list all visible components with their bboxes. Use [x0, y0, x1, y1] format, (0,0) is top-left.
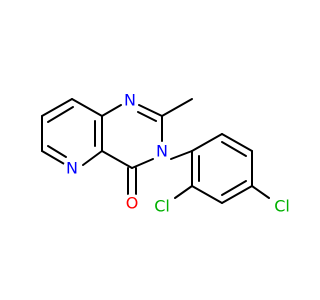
bond [170, 150, 193, 160]
bond [191, 185, 223, 204]
bond [221, 185, 253, 204]
bond [137, 111, 157, 122]
bond [161, 98, 193, 117]
atom-n5: N [63, 159, 81, 178]
atom-label: O [126, 194, 139, 213]
bond-layer [41, 98, 270, 204]
bond [47, 145, 67, 158]
bond [41, 150, 67, 166]
atom-label: Cl [154, 197, 170, 216]
bond [41, 98, 73, 117]
bond [221, 180, 247, 196]
atom-label: N [124, 91, 136, 110]
bond [82, 150, 103, 166]
bond [138, 104, 163, 117]
bond [131, 158, 154, 169]
bond [191, 133, 223, 152]
bond [71, 98, 103, 117]
atom-label: N [156, 142, 168, 161]
atom-label: Cl [274, 197, 290, 216]
bond [251, 185, 270, 199]
atom-o: O [123, 194, 141, 213]
bond [221, 133, 253, 152]
atom-cl-right: Cl [271, 197, 293, 216]
atom-cl-left: Cl [151, 197, 173, 216]
bond [174, 185, 193, 199]
molecule-structure-diagram: N N N O Cl Cl [41, 90, 293, 216]
bond [221, 141, 247, 157]
atom-n1: N [121, 91, 139, 110]
atom-label-layer: N N N O Cl Cl [63, 91, 293, 216]
atom-label: N [66, 159, 78, 178]
bond [101, 150, 133, 169]
bond [101, 104, 122, 117]
bond [47, 106, 74, 123]
atom-n3: N [153, 142, 171, 161]
